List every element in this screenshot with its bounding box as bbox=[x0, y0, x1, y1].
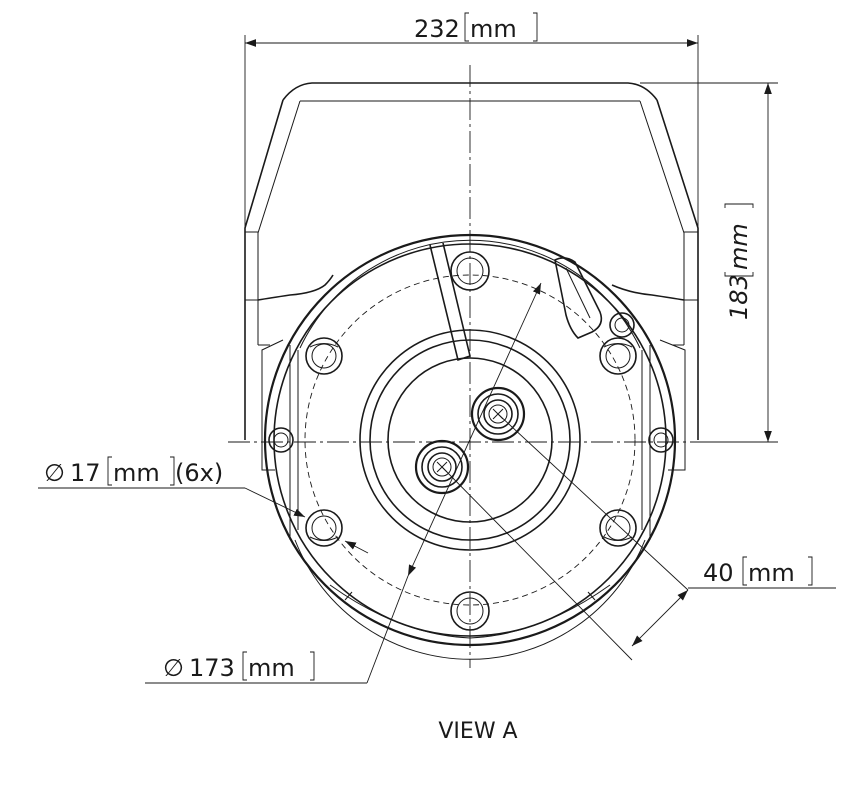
height-unit: mm bbox=[725, 223, 753, 270]
bolt-circle-unit: mm bbox=[248, 654, 295, 682]
hole-lower-left bbox=[305, 509, 343, 547]
pivot-right bbox=[648, 427, 674, 453]
dimension-offset: 40 mm bbox=[441, 413, 836, 661]
hole-diameter-qty: (6x) bbox=[175, 459, 223, 487]
height-value: 183 bbox=[725, 274, 753, 320]
pivot-upper-right bbox=[609, 312, 635, 338]
dimension-width: 232 mm bbox=[244, 12, 699, 228]
dimension-hole-diameter: ∅ 17 mm (6x) bbox=[38, 456, 369, 554]
width-value: 232 bbox=[414, 15, 460, 43]
dimension-height: 183 mm bbox=[640, 82, 778, 443]
hole-diameter-value: 17 bbox=[70, 459, 101, 487]
hole-diameter-symbol: ∅ bbox=[44, 459, 65, 487]
view-label: VIEW A bbox=[438, 719, 517, 744]
hole-diameter-unit: mm bbox=[113, 459, 160, 487]
bolt-circle-symbol: ∅ bbox=[163, 654, 184, 682]
offset-value: 40 bbox=[703, 559, 734, 587]
offset-unit: mm bbox=[748, 559, 795, 587]
bolt-circle-value: 173 bbox=[189, 654, 235, 682]
hole-upper-right bbox=[599, 337, 637, 375]
mounting-holes bbox=[268, 251, 674, 631]
hole-upper-left bbox=[305, 337, 343, 375]
width-unit: mm bbox=[470, 15, 517, 43]
pivot-left bbox=[268, 427, 294, 453]
dimension-bolt-circle: ∅ 173 mm bbox=[145, 282, 542, 684]
hole-lower-right bbox=[599, 509, 637, 547]
